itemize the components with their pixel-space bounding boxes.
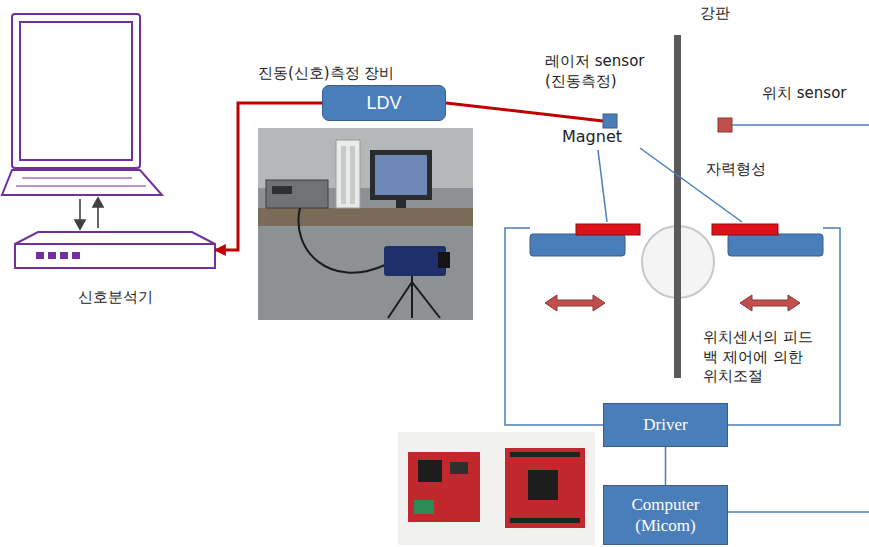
laser-cable [446, 103, 603, 121]
magnet-assembly [530, 224, 823, 256]
measurement-device-box: LDV [322, 85, 446, 121]
equipment-photo [258, 128, 473, 320]
note-label: 자력형성 [706, 160, 766, 180]
steel-plate [674, 35, 681, 378]
plate-label: 강판 [700, 4, 730, 24]
data-arrows [75, 198, 103, 229]
device-label: 진동(신호)측정 장비 [258, 64, 394, 84]
part-label: Magnet [562, 127, 622, 148]
signal-analyzer-shape [15, 232, 215, 268]
node-text: 신호분석기 [15, 288, 215, 307]
laptop-icon [2, 14, 162, 195]
leader-line [598, 148, 742, 222]
sensor-label: 위치 sensor [762, 84, 846, 104]
signal-analyzer: 신호분석기 [15, 232, 215, 268]
double-arrow [545, 295, 800, 311]
sensor-wire [732, 124, 869, 126]
board-photo [398, 432, 595, 545]
sensor-label: 레이저 sensor (진동측정) [545, 52, 657, 91]
note-label: 위치센서의 피드백 제어에 의한 위치조절 [703, 328, 821, 387]
node-text: Driver [643, 414, 687, 435]
connector [665, 447, 667, 485]
laser-sensor [603, 114, 617, 128]
computer-box: Computer (Micom) [603, 485, 728, 545]
node-text: Computer (Micom) [612, 494, 719, 537]
driver-box: Driver [603, 403, 728, 447]
position-sensor [718, 118, 732, 132]
driver-wire [505, 228, 869, 512]
node-text: LDV [366, 93, 401, 114]
connector [215, 103, 322, 250]
